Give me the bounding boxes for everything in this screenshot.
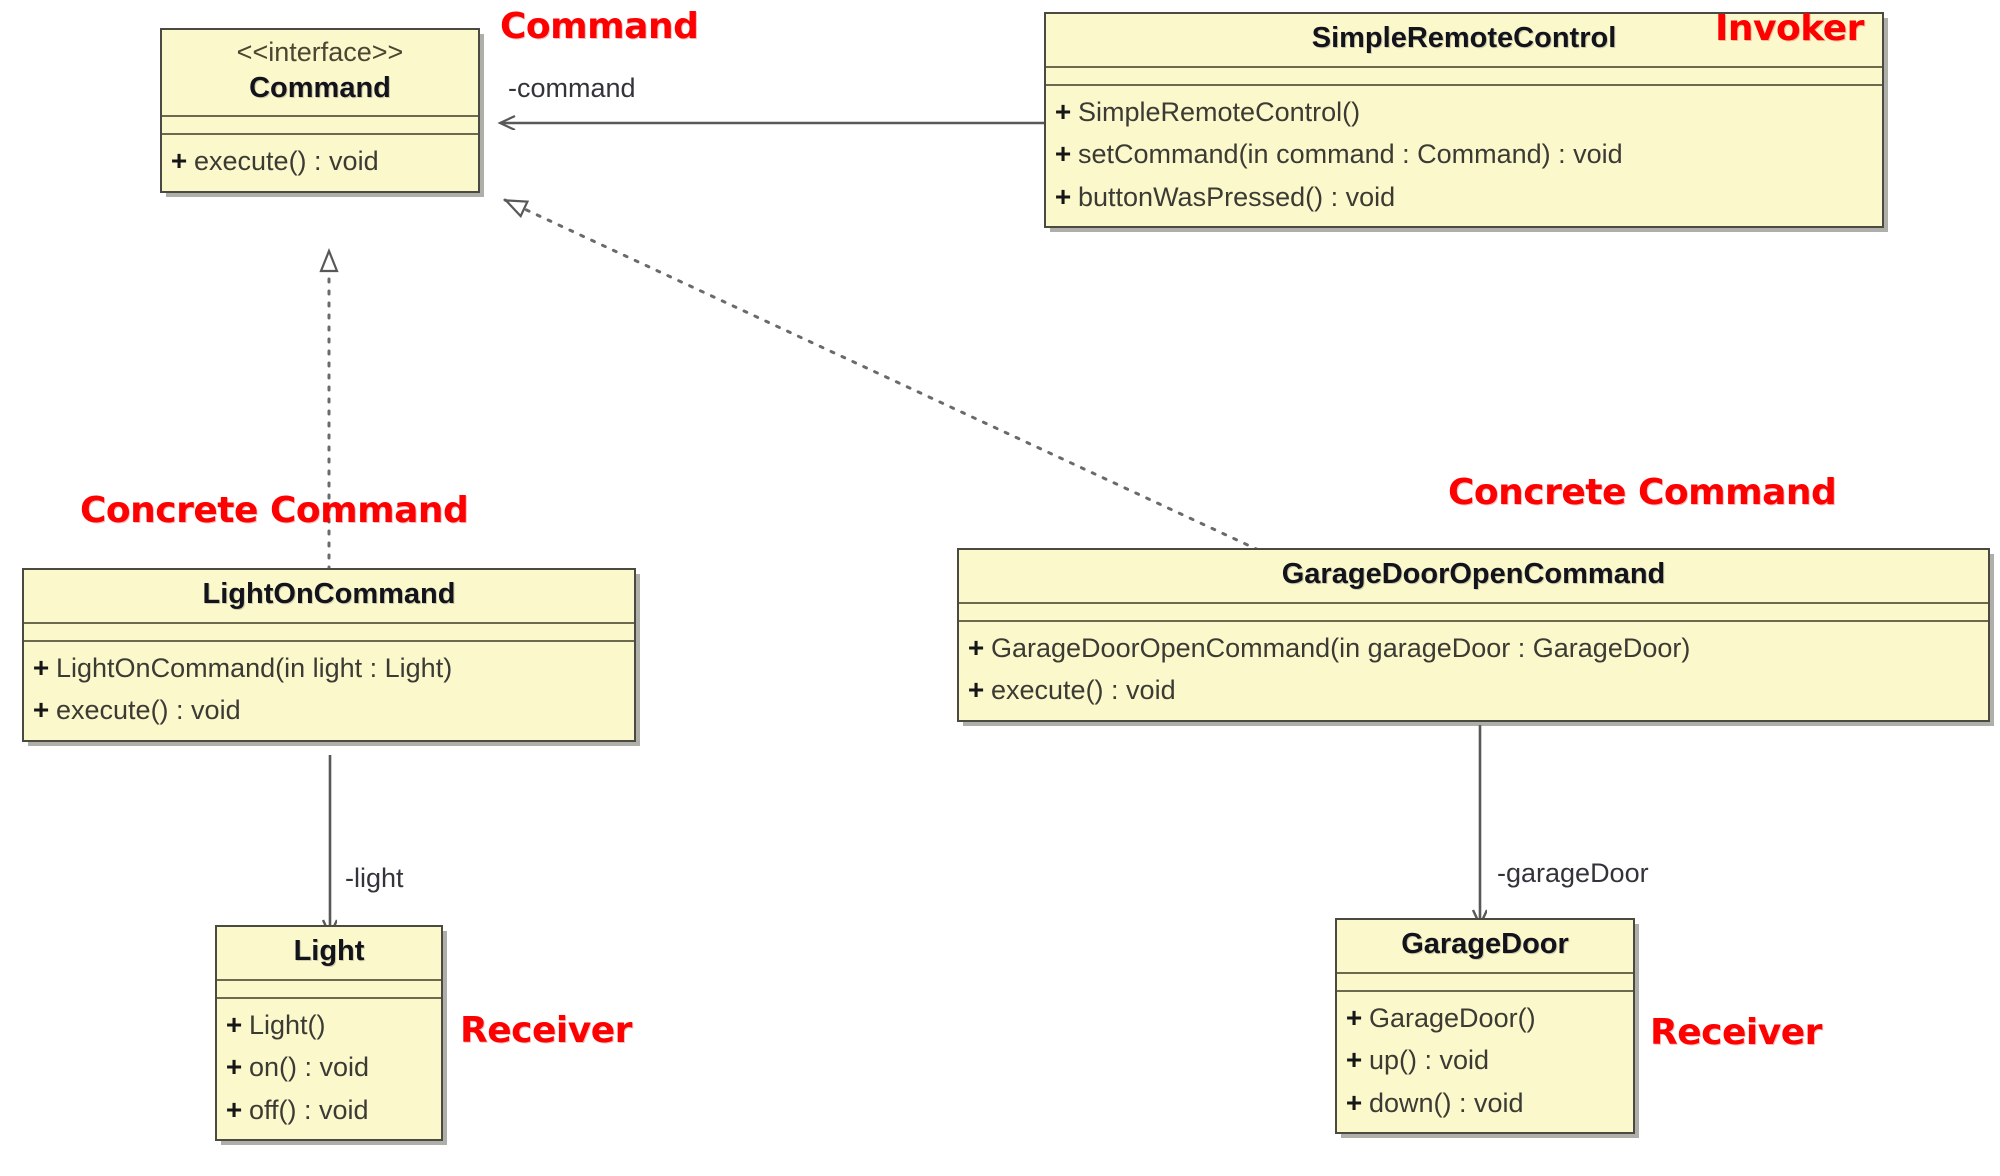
operation-signature: setCommand(in command : Command) : void (1078, 139, 1623, 170)
class-header-garage-door-open-command: GarageDoorOpenCommand (959, 550, 1988, 604)
operation-row: + LightOnCommand(in light : Light) (26, 647, 632, 690)
class-header-light-on-command: LightOnCommand (24, 570, 634, 624)
edge-label-garage-door: -garageDoor (1497, 858, 1649, 888)
class-attributes-garage-door-open-command (959, 604, 1988, 622)
operation-row: + GarageDoor() (1339, 997, 1631, 1040)
operation-signature: Light() (249, 1009, 326, 1040)
class-box-simple-remote-control[interactable]: SimpleRemoteControl + SimpleRemoteContro… (1044, 12, 1884, 229)
operation-signature: GarageDoor() (1369, 1002, 1536, 1033)
class-operations-command: + execute() : void (162, 135, 478, 191)
operation-visibility: + (1345, 1044, 1363, 1076)
operation-row: + off() : void (219, 1089, 439, 1132)
operation-signature: GarageDoorOpenCommand(in garageDoor : Ga… (991, 632, 1691, 663)
class-operations-simple-remote-control: + SimpleRemoteControl() + setCommand(in … (1046, 86, 1882, 227)
class-operations-light: + Light() + on() : void + off() : void (217, 999, 441, 1140)
operation-row: + GarageDoorOpenCommand(in garageDoor : … (961, 627, 1986, 670)
role-label-concrete-command-right: Concrete Command (1448, 472, 1837, 513)
class-name-light: Light (293, 935, 365, 967)
operation-signature: off() : void (249, 1094, 369, 1125)
operation-visibility: + (32, 694, 50, 726)
class-header-command: <<interface>> Command (162, 30, 478, 118)
edge-garagedooropencommand-realizes-command (503, 198, 1282, 562)
class-name-light-on-command: LightOnCommand (202, 578, 456, 610)
class-name-simple-remote-control: SimpleRemoteControl (1311, 22, 1617, 54)
operation-signature: down() : void (1369, 1087, 1524, 1118)
role-label-invoker: Invoker (1715, 8, 1864, 49)
operation-row: + down() : void (1339, 1082, 1631, 1125)
operation-visibility: + (1345, 1001, 1363, 1033)
class-name-garage-door: GarageDoor (1401, 928, 1569, 960)
class-name-garage-door-open-command: GarageDoorOpenCommand (1281, 558, 1666, 590)
role-label-receiver-left: Receiver (460, 1010, 632, 1051)
operation-visibility: + (225, 1051, 243, 1083)
operation-visibility: + (1054, 180, 1072, 212)
role-label-command: Command (500, 6, 699, 47)
role-label-receiver-right: Receiver (1650, 1012, 1822, 1053)
operation-signature: on() : void (249, 1052, 370, 1083)
operation-row: + execute() : void (26, 689, 632, 732)
operation-signature: up() : void (1369, 1045, 1490, 1076)
operation-row: + setCommand(in command : Command) : voi… (1048, 133, 1880, 176)
class-stereotype-command: <<interface>> (236, 37, 404, 67)
edge-label-command: -command (508, 73, 636, 103)
operation-visibility: + (1054, 95, 1072, 127)
operation-visibility: + (225, 1093, 243, 1125)
operation-row: + Light() (219, 1004, 439, 1047)
operation-row: + on() : void (219, 1046, 439, 1089)
operation-visibility: + (1345, 1086, 1363, 1118)
operation-visibility: + (170, 145, 188, 177)
class-attributes-light (217, 981, 441, 999)
class-box-garage-door[interactable]: GarageDoor + GarageDoor() + up() : void … (1335, 918, 1635, 1135)
operation-signature: SimpleRemoteControl() (1078, 96, 1361, 127)
class-box-light-on-command[interactable]: LightOnCommand + LightOnCommand(in light… (22, 568, 636, 742)
operation-visibility: + (1054, 138, 1072, 170)
class-operations-garage-door-open-command: + GarageDoorOpenCommand(in garageDoor : … (959, 622, 1988, 720)
operation-row: + execute() : void (164, 140, 476, 183)
class-operations-garage-door: + GarageDoor() + up() : void + down() : … (1337, 992, 1633, 1133)
class-header-simple-remote-control: SimpleRemoteControl (1046, 14, 1882, 68)
class-box-command[interactable]: <<interface>> Command + execute() : void (160, 28, 480, 194)
class-box-garage-door-open-command[interactable]: GarageDoorOpenCommand + GarageDoorOpenCo… (957, 548, 1990, 722)
operation-row: + execute() : void (961, 669, 1986, 712)
operation-row: + SimpleRemoteControl() (1048, 91, 1880, 134)
class-attributes-simple-remote-control (1046, 68, 1882, 86)
role-label-concrete-command-left: Concrete Command (80, 490, 469, 531)
operation-signature: buttonWasPressed() : void (1078, 181, 1396, 212)
operation-signature: LightOnCommand(in light : Light) (56, 652, 453, 683)
class-attributes-command (162, 117, 478, 136)
class-name-command: Command (249, 71, 391, 104)
operation-signature: execute() : void (194, 146, 379, 177)
operation-signature: execute() : void (56, 695, 241, 726)
class-header-garage-door: GarageDoor (1337, 920, 1633, 974)
operation-signature: execute() : void (991, 675, 1176, 706)
class-operations-light-on-command: + LightOnCommand(in light : Light) + exe… (24, 642, 634, 740)
operation-visibility: + (967, 674, 985, 706)
operation-visibility: + (32, 651, 50, 683)
class-attributes-garage-door (1337, 974, 1633, 992)
edge-label-light: -light (345, 863, 404, 893)
class-header-light: Light (217, 927, 441, 981)
operation-visibility: + (225, 1008, 243, 1040)
operation-row: + up() : void (1339, 1039, 1631, 1082)
class-box-light[interactable]: Light + Light() + on() : void + off() : … (215, 925, 443, 1142)
operation-visibility: + (967, 631, 985, 663)
class-attributes-light-on-command (24, 624, 634, 642)
operation-row: + buttonWasPressed() : void (1048, 176, 1880, 219)
